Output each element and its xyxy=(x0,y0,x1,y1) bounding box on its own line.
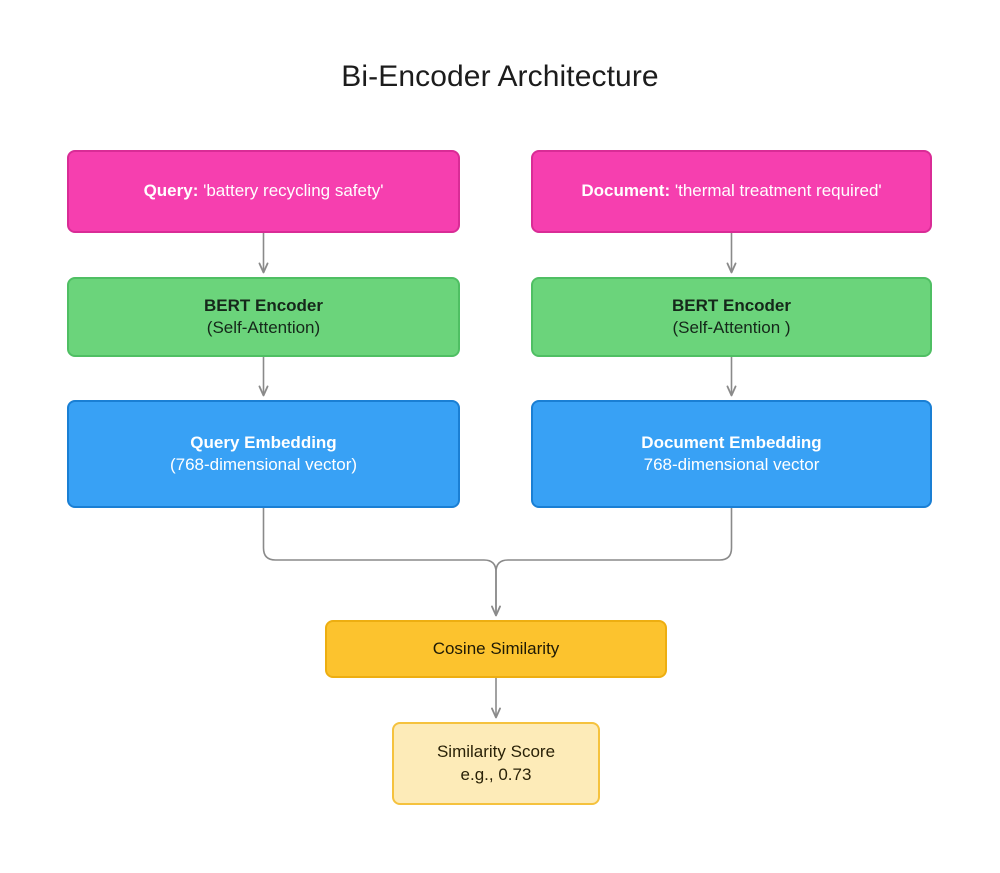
edge-query-embedding-to-cosine xyxy=(262,507,501,617)
node-document-embedding-subtitle: 768-dimensional vector xyxy=(643,455,820,474)
node-cosine-similarity[interactable]: Cosine Similarity xyxy=(325,620,667,678)
node-similarity-score-value: e.g., 0.73 xyxy=(460,764,532,784)
node-bert-encoder-left-subtitle: (Self-Attention) xyxy=(206,318,321,337)
node-query-value: 'battery recycling safety' xyxy=(203,181,384,201)
node-cosine-similarity-label: Cosine Similarity xyxy=(432,638,560,658)
node-query-key: Query: xyxy=(143,181,199,201)
page-title: Bi-Encoder Architecture xyxy=(341,60,659,93)
node-document-key: Document: xyxy=(581,181,671,201)
node-document-value: 'thermal treatment required' xyxy=(674,181,882,201)
node-query-embedding-title: Query Embedding xyxy=(190,432,337,452)
node-bert-encoder-left[interactable]: BERT Encoder (Self-Attention) xyxy=(67,277,460,357)
node-bert-encoder-right-subtitle: (Self-Attention ) xyxy=(672,318,791,337)
node-document-label: Document: 'thermal treatment required' xyxy=(581,180,881,202)
node-document-embedding[interactable]: Document Embedding 768-dimensional vecto… xyxy=(531,400,932,508)
node-query-label: Query: 'battery recycling safety' xyxy=(144,180,384,202)
node-bert-encoder-right[interactable]: BERT Encoder (Self-Attention ) xyxy=(531,277,932,357)
node-similarity-score-title: Similarity Score xyxy=(436,742,556,762)
node-query[interactable]: Query: 'battery recycling safety' xyxy=(67,150,460,233)
node-similarity-score[interactable]: Similarity Score e.g., 0.73 xyxy=(392,722,600,805)
node-document[interactable]: Document: 'thermal treatment required' xyxy=(531,150,932,233)
node-bert-encoder-right-title: BERT Encoder xyxy=(671,295,792,315)
node-query-embedding[interactable]: Query Embedding (768-dimensional vector) xyxy=(67,400,460,508)
node-document-embedding-title: Document Embedding xyxy=(641,432,822,452)
edge-document-embedding-to-cosine xyxy=(495,507,733,616)
node-query-embedding-subtitle: (768-dimensional vector) xyxy=(169,455,358,474)
node-bert-encoder-left-title: BERT Encoder xyxy=(203,295,324,315)
